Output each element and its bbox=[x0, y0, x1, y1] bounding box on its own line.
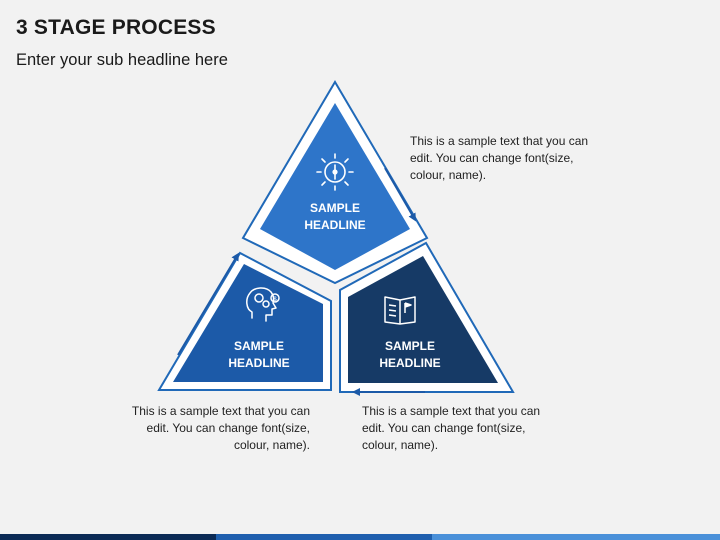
stage-left-triangle bbox=[173, 264, 323, 382]
page-title: 3 STAGE PROCESS bbox=[16, 16, 216, 39]
head-gears-icon: $ bbox=[246, 287, 280, 322]
stage-left bbox=[157, 251, 332, 391]
open-book-icon bbox=[384, 296, 416, 325]
footer-accent-bar bbox=[0, 534, 720, 540]
svg-text:$: $ bbox=[273, 297, 277, 303]
stage-top-label-line2: HEADLINE bbox=[304, 218, 365, 232]
stage-right bbox=[339, 241, 515, 393]
stage-left-label-line1: SAMPLE bbox=[234, 339, 284, 353]
description-left: This is a sample text that you can edit.… bbox=[131, 404, 310, 452]
stage-right-label-line1: SAMPLE bbox=[385, 339, 435, 353]
page-subtitle: Enter your sub headline here bbox=[16, 51, 228, 69]
arrow-top-right bbox=[384, 167, 417, 222]
stage-right-triangle bbox=[348, 256, 498, 383]
stage-right-label-line2: HEADLINE bbox=[379, 356, 440, 370]
stage-top-label-line1: SAMPLE bbox=[310, 201, 360, 215]
description-right: This is a sample text that you can edit.… bbox=[362, 404, 541, 452]
stage-left-label-line2: HEADLINE bbox=[228, 356, 289, 370]
compass-icon bbox=[316, 153, 354, 191]
arrow-left bbox=[177, 252, 240, 356]
description-top: This is a sample text that you can edit.… bbox=[410, 134, 589, 182]
